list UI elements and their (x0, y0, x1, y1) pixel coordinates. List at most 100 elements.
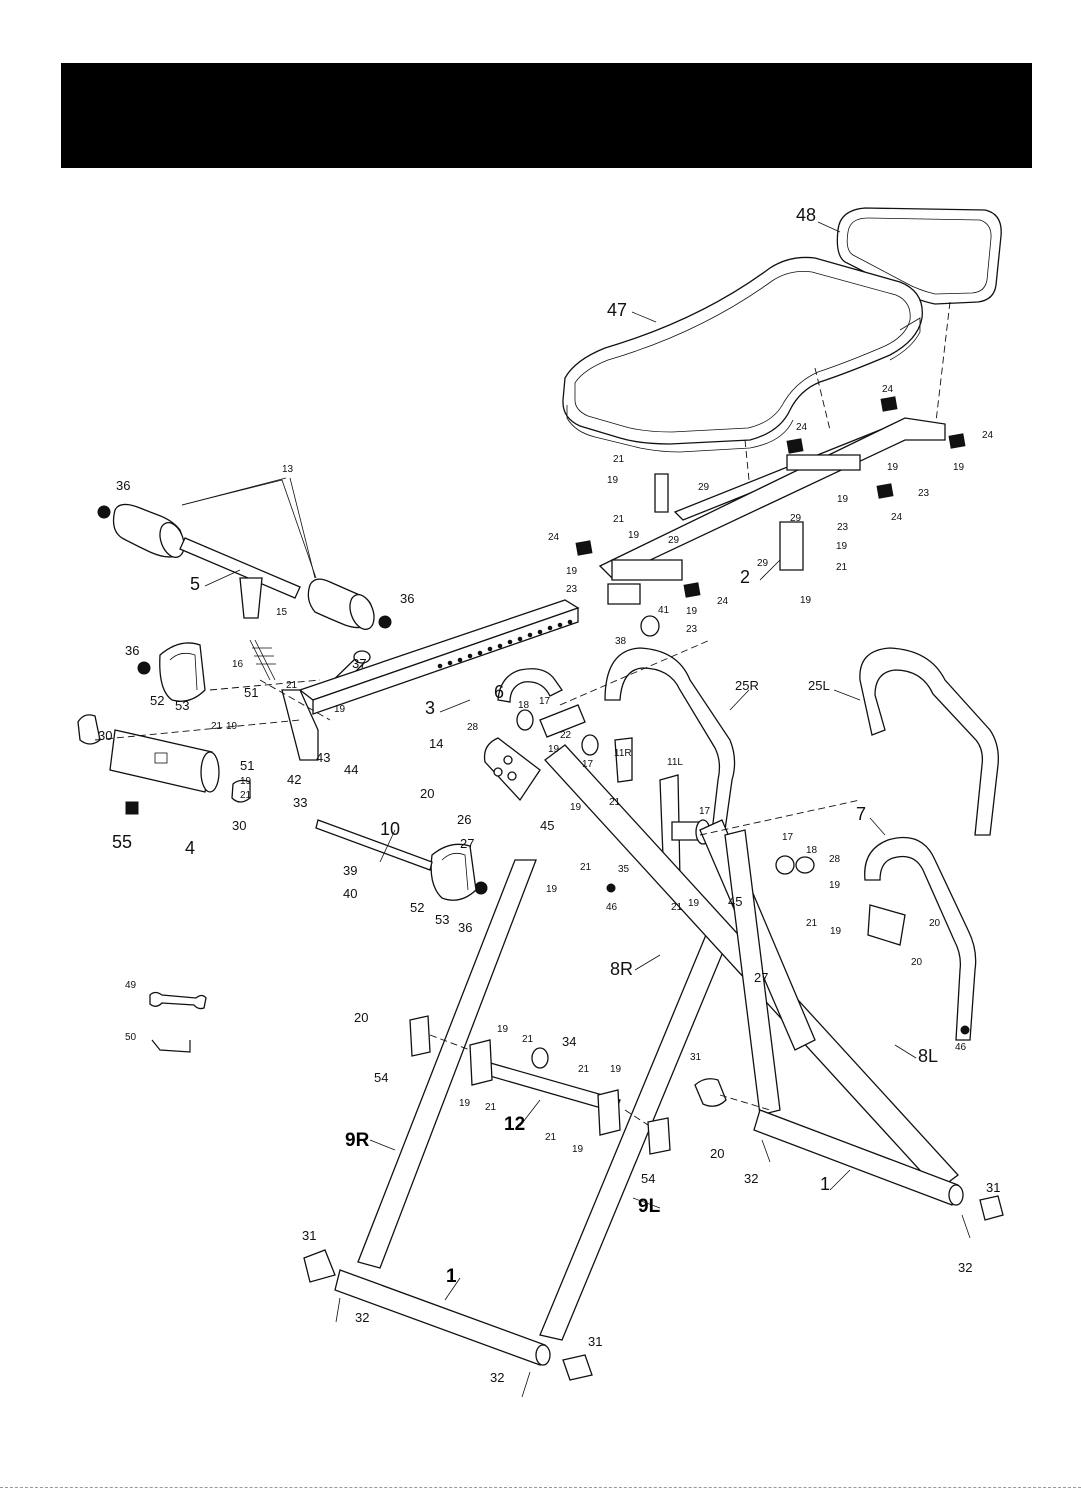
label-21: 21 (580, 862, 592, 873)
label-21: 21 (578, 1064, 590, 1075)
label-42: 42 (287, 772, 301, 787)
label-32: 32 (958, 1260, 972, 1275)
rear-leg-8R (724, 829, 781, 1116)
label-19: 19 (570, 802, 582, 813)
label-23: 23 (837, 522, 849, 533)
label-24: 24 (717, 596, 729, 607)
label-20: 20 (929, 918, 941, 929)
main-frame-2 (598, 417, 946, 605)
label-7: 7 (856, 804, 866, 824)
label-19: 19 (497, 1024, 509, 1035)
label-49: 49 (125, 980, 137, 991)
label-27: 27 (460, 836, 474, 851)
knob-55 (125, 801, 139, 815)
label-31: 31 (588, 1334, 602, 1349)
bracket-11R (614, 737, 633, 783)
label-18: 18 (518, 700, 530, 711)
label-51: 51 (244, 685, 258, 700)
label-30: 30 (232, 818, 246, 833)
label-33: 33 (293, 795, 307, 810)
bracket-54 (409, 1015, 431, 1057)
label-4: 4 (185, 838, 195, 858)
label-19: 19 (830, 926, 842, 937)
label-55: 55 (112, 832, 132, 852)
label-29: 29 (790, 513, 802, 524)
label-39: 39 (343, 863, 357, 878)
label-17: 17 (582, 759, 594, 770)
label-24: 24 (982, 430, 994, 441)
label-19: 19 (334, 704, 346, 715)
label-21: 21 (613, 514, 625, 525)
label-48: 48 (796, 205, 816, 225)
label-14: 14 (429, 736, 443, 751)
label-5: 5 (190, 574, 200, 594)
label-31: 31 (690, 1052, 702, 1063)
label-19: 19 (837, 494, 849, 505)
label-27: 27 (754, 970, 768, 985)
label-43: 43 (316, 750, 330, 765)
roller-bar-5 (179, 537, 301, 599)
label-51: 51 (240, 758, 254, 773)
label-40: 40 (343, 886, 357, 901)
label-17: 17 (539, 696, 551, 707)
label-29: 29 (757, 558, 769, 569)
label-25R: 25R (735, 678, 759, 693)
label-21: 21 (545, 1132, 557, 1143)
label-32: 32 (490, 1370, 504, 1385)
label-25L: 25L (808, 678, 830, 693)
label-46: 46 (606, 902, 618, 913)
label-22: 22 (560, 730, 572, 741)
label-12: 12 (504, 1114, 525, 1135)
label-2: 2 (740, 567, 750, 587)
handle-7 (864, 836, 977, 1041)
base-tube-1 (334, 1109, 964, 1366)
label-20: 20 (911, 957, 923, 968)
label-20: 20 (354, 1010, 368, 1025)
label-53: 53 (435, 912, 449, 927)
label-10: 10 (380, 819, 400, 839)
label-3: 3 (425, 698, 435, 718)
label-41: 41 (658, 605, 670, 616)
wrench-49 (149, 991, 207, 1010)
label-54: 54 (374, 1070, 388, 1085)
label-21: 21 (485, 1102, 497, 1113)
sliding-tube-3 (298, 599, 580, 715)
label-8L: 8L (918, 1046, 938, 1066)
label-28: 28 (829, 854, 841, 865)
label-36: 36 (400, 591, 414, 606)
label-20: 20 (420, 786, 434, 801)
label-21: 21 (609, 797, 621, 808)
pivot-arm-6 (483, 668, 563, 802)
end-cap-24 (575, 396, 966, 598)
label-8R: 8R (610, 959, 633, 979)
label-36: 36 (125, 643, 139, 658)
label-45: 45 (540, 818, 554, 833)
label-19: 19 (459, 1098, 471, 1109)
label-21: 21 (286, 680, 298, 691)
label-47: 47 (607, 300, 627, 320)
label-23: 23 (918, 488, 930, 499)
label-53: 53 (175, 698, 189, 713)
cap-46 (606, 883, 616, 893)
label-23: 23 (566, 584, 578, 595)
label-26: 26 (457, 812, 471, 827)
bracket-15 (239, 577, 263, 619)
label-1: 1 (820, 1174, 830, 1194)
label-37: 37 (352, 656, 366, 671)
label-29: 29 (698, 482, 710, 493)
label-19: 19 (240, 776, 252, 787)
label-19: 19 (546, 884, 558, 895)
foam-roller-13 (112, 503, 375, 630)
label-21: 21 (613, 454, 625, 465)
label-52: 52 (150, 693, 164, 708)
leader-lines (181, 221, 917, 1301)
label-44: 44 (344, 762, 358, 777)
label-9L: 9L (638, 1196, 661, 1217)
cap-36 (97, 505, 488, 895)
knob-38 (640, 615, 660, 637)
bracket-33 (281, 689, 319, 761)
label-30: 30 (98, 728, 112, 743)
label-19: 19 (688, 898, 700, 909)
label-21: 21 (522, 1034, 534, 1045)
